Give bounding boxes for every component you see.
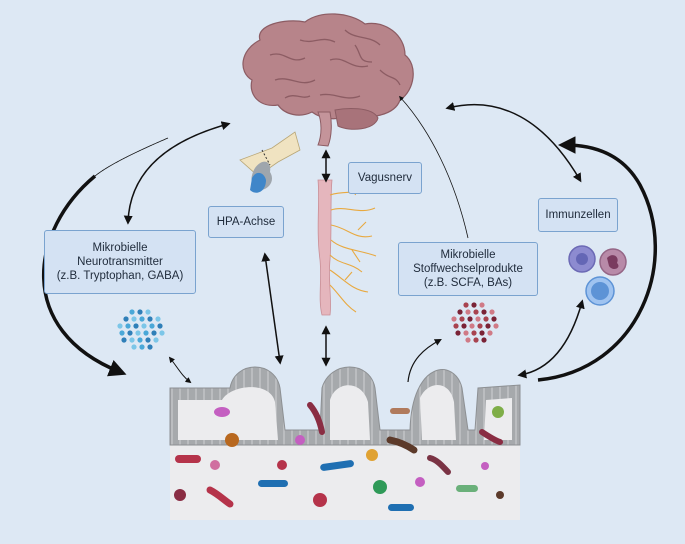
metabolite-dot: [453, 323, 459, 329]
metabolite-dots: [451, 302, 499, 343]
neurotransmitter-dot: [137, 337, 143, 343]
metabolite-dot: [485, 323, 491, 329]
neurotransmitter-dot: [153, 337, 159, 343]
metabolite-dot: [469, 323, 475, 329]
metabolite-dot: [473, 337, 479, 343]
metabolite-dot: [459, 316, 465, 322]
neurotransmitter-dot: [131, 344, 137, 350]
immune-cells-label-text: Immunzellen: [545, 209, 611, 221]
neurotransmitter-dot: [147, 316, 153, 322]
neurotransmitter-dot: [123, 316, 129, 322]
neurotransmitter-label-line2: Neurotransmitter: [77, 256, 163, 268]
neurotransmitter-dot: [145, 309, 151, 315]
neurotransmitter-dot: [119, 330, 125, 336]
immune-cells-illustration: [568, 245, 627, 306]
neurotransmitter-dot: [131, 316, 137, 322]
metabolite-dot: [479, 302, 485, 308]
neurotransmitter-label-line1: Mikrobielle: [92, 242, 148, 254]
neurotransmitter-dot: [117, 323, 123, 329]
neurotransmitter-dot: [125, 323, 131, 329]
neurotransmitter-dot: [147, 344, 153, 350]
brain-immune-arrow: [445, 102, 582, 183]
neurotransmitter-dot: [139, 344, 145, 350]
neurotransmitter-label: Mikrobielle Neurotransmitter (z.B. Trypt…: [44, 230, 196, 294]
metabolite-dot: [487, 330, 493, 336]
metabolites-label-line3: (z.B. SCFA, BAs): [423, 277, 513, 289]
neurotransmitter-dot: [143, 330, 149, 336]
neurotransmitter-dot: [159, 330, 165, 336]
thin-left-arc: [94, 137, 169, 177]
vagus-nerve-label-text: Vagusnerv: [357, 172, 413, 184]
metabolite-dot: [451, 316, 457, 322]
metabolite-dot: [473, 309, 479, 315]
metabolites-label: Mikrobielle Stoffwechselprodukte (z.B. S…: [398, 242, 538, 296]
neurotransmitter-dot: [129, 309, 135, 315]
gut-illustration: [169, 366, 521, 520]
metabolite-dot: [467, 316, 473, 322]
metabolite-dot: [465, 309, 471, 315]
neurotransmitter-label-line3: (z.B. Tryptophan, GABA): [56, 270, 184, 282]
metabolites-label-line2: Stoffwechselprodukte: [413, 263, 523, 275]
neuro-gut-arrow: [168, 356, 192, 384]
neurotransmitter-dot: [121, 337, 127, 343]
neurotransmitter-dot: [137, 309, 143, 315]
gut-metabolites-arrow: [407, 338, 442, 383]
metabolite-dot: [489, 309, 495, 315]
neurotransmitter-dot: [157, 323, 163, 329]
metabolites-label-line1: Mikrobielle: [440, 249, 496, 261]
metabolite-dot: [461, 323, 467, 329]
metabolite-dot: [491, 316, 497, 322]
big-right-loop-arrow: [537, 136, 657, 382]
neurotransmitter-dot: [129, 337, 135, 343]
neurotransmitter-dot: [151, 330, 157, 336]
metabolite-dot: [471, 330, 477, 336]
hpa-axis-label-text: HPA-Achse: [216, 216, 276, 228]
vagus-nerve-label: Vagusnerv: [348, 162, 422, 194]
gut-immune-arrow: [517, 299, 585, 379]
metabolite-dot: [475, 316, 481, 322]
neurotransmitter-dot: [149, 323, 155, 329]
metabolite-dot: [465, 337, 471, 343]
immune-cells-label: Immunzellen: [538, 198, 618, 232]
neurotransmitter-dot: [145, 337, 151, 343]
metabolite-dot: [463, 302, 469, 308]
hpa-gut-arrow: [261, 252, 284, 365]
metabolite-dot: [457, 309, 463, 315]
brain-neuro-arrow: [123, 121, 231, 225]
neurotransmitter-dot: [141, 323, 147, 329]
hpa-gland-illustration: [239, 131, 301, 193]
neurotransmitter-dot: [133, 323, 139, 329]
neurotransmitter-dot: [127, 330, 133, 336]
metabolites-brain-arrow: [399, 95, 469, 239]
metabolite-dot: [477, 323, 483, 329]
metabolite-dot: [481, 309, 487, 315]
metabolite-dot: [481, 337, 487, 343]
metabolite-dot: [471, 302, 477, 308]
vagus-nerve-illustration: [317, 179, 377, 316]
metabolite-dot: [463, 330, 469, 336]
arrows: [42, 95, 657, 384]
neurotransmitter-dot: [135, 330, 141, 336]
hpa-axis-label: HPA-Achse: [208, 206, 284, 238]
metabolite-dot: [479, 330, 485, 336]
metabolite-dot: [483, 316, 489, 322]
big-left-loop-arrow: [42, 174, 127, 377]
neurotransmitter-dot: [155, 316, 161, 322]
metabolite-dot: [493, 323, 499, 329]
neurotransmitter-dots: [117, 309, 165, 350]
brain-illustration: [242, 13, 414, 147]
metabolite-dot: [455, 330, 461, 336]
neurotransmitter-dot: [139, 316, 145, 322]
